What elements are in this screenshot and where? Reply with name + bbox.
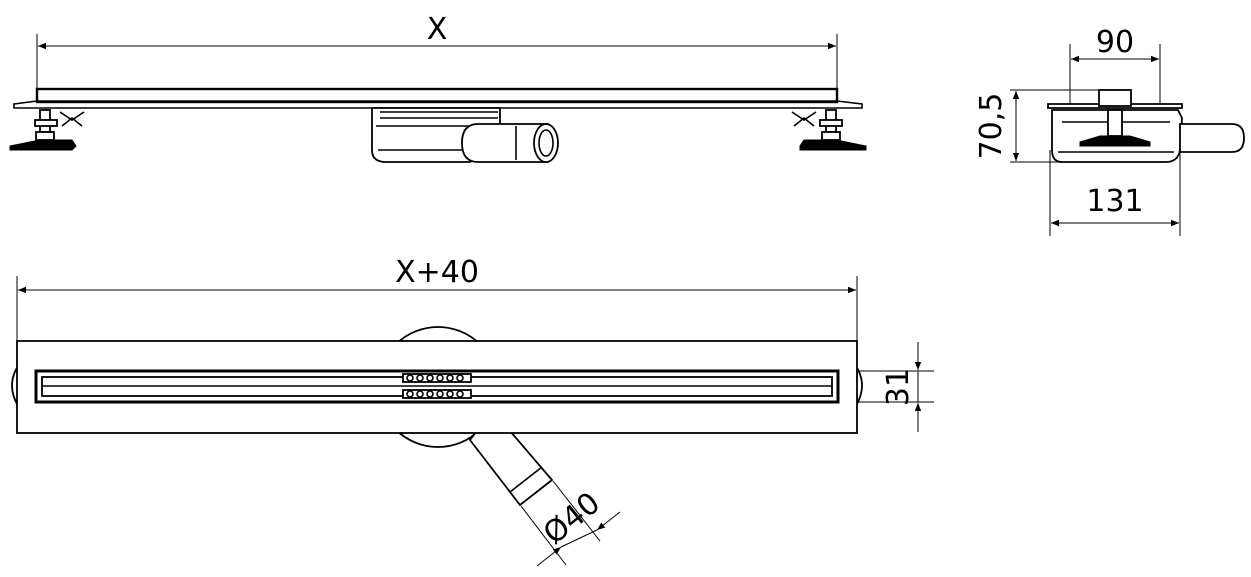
flange-profile — [13, 100, 863, 109]
dimension-label-90: 90 — [1096, 25, 1134, 60]
cross-section-view: 90 70,5 131 — [974, 25, 1245, 236]
top-view: X+40 — [11, 255, 934, 567]
dimension-label-131: 131 — [1086, 184, 1143, 219]
dimension-x: X — [36, 12, 838, 92]
outlet-pipe-side — [461, 123, 559, 163]
dimension-label-x-plus-40: X+40 — [395, 255, 479, 290]
dimension-31: 31 — [858, 342, 934, 432]
leveling-foot-left — [9, 109, 85, 151]
dimension-label-x: X — [427, 12, 448, 47]
dimension-90: 90 — [1069, 25, 1161, 104]
outlet-pipe-section — [1179, 123, 1245, 153]
dimension-70-5: 70,5 — [974, 89, 1100, 163]
grate-perforations — [402, 373, 472, 399]
grate-cap — [1098, 89, 1132, 107]
dimension-x-plus-40: X+40 — [16, 255, 858, 340]
grate-profile — [35, 87, 839, 104]
dimension-131: 131 — [1049, 150, 1181, 236]
leveling-foot-right — [791, 109, 867, 151]
dimension-label-31: 31 — [881, 368, 916, 406]
dimension-label-70-5: 70,5 — [974, 93, 1009, 160]
side-view: X — [9, 12, 867, 163]
